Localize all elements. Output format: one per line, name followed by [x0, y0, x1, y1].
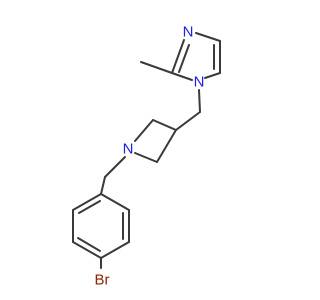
bond-c2-n3-double — [178, 44, 190, 73]
atom-n1-label: N — [194, 74, 205, 91]
atom-br-text: Br — [95, 272, 110, 289]
bond-ch2-azetidine-c3 — [175, 111, 201, 131]
atom-br-label: Br — [95, 272, 110, 289]
bond-n1-c2 — [171, 72, 193, 81]
bond-c3-c4a — [152, 119, 177, 131]
bond-ar6-ar1-double — [78, 200, 101, 214]
atom-n3-text: N — [183, 24, 194, 41]
bond-ar3-ar4 — [100, 241, 130, 259]
bond-n3-c4 — [195, 32, 221, 42]
bond-n1-ch2 — [198, 89, 201, 113]
atom-n3-label: N — [183, 24, 194, 41]
atom-azetidine-n-text: N — [123, 141, 134, 158]
bond-ar4-ar5 — [72, 241, 102, 259]
molecule-drawing: N N N Br — [72, 24, 221, 289]
atom-n1-text: N — [194, 74, 205, 91]
bond-ar4-ar5-double — [77, 237, 101, 252]
bond-n-benzyl-ch2 — [104, 156, 126, 178]
bond-c2-methyl — [140, 61, 173, 74]
structure-canvas: N N N Br — [72, 23, 221, 289]
bond-ar1-ar2 — [100, 193, 130, 211]
atom-azetidine-n-label: N — [123, 141, 134, 158]
bond-c2a-c3 — [156, 129, 177, 163]
bond-ch2-aryl — [100, 176, 106, 195]
bond-c4a-n — [134, 119, 154, 142]
bond-n-c2a — [134, 152, 158, 163]
bond-c2-n3 — [171, 39, 185, 74]
bond-ar6-ar1 — [72, 193, 102, 211]
bond-c5-n1 — [204, 72, 221, 79]
